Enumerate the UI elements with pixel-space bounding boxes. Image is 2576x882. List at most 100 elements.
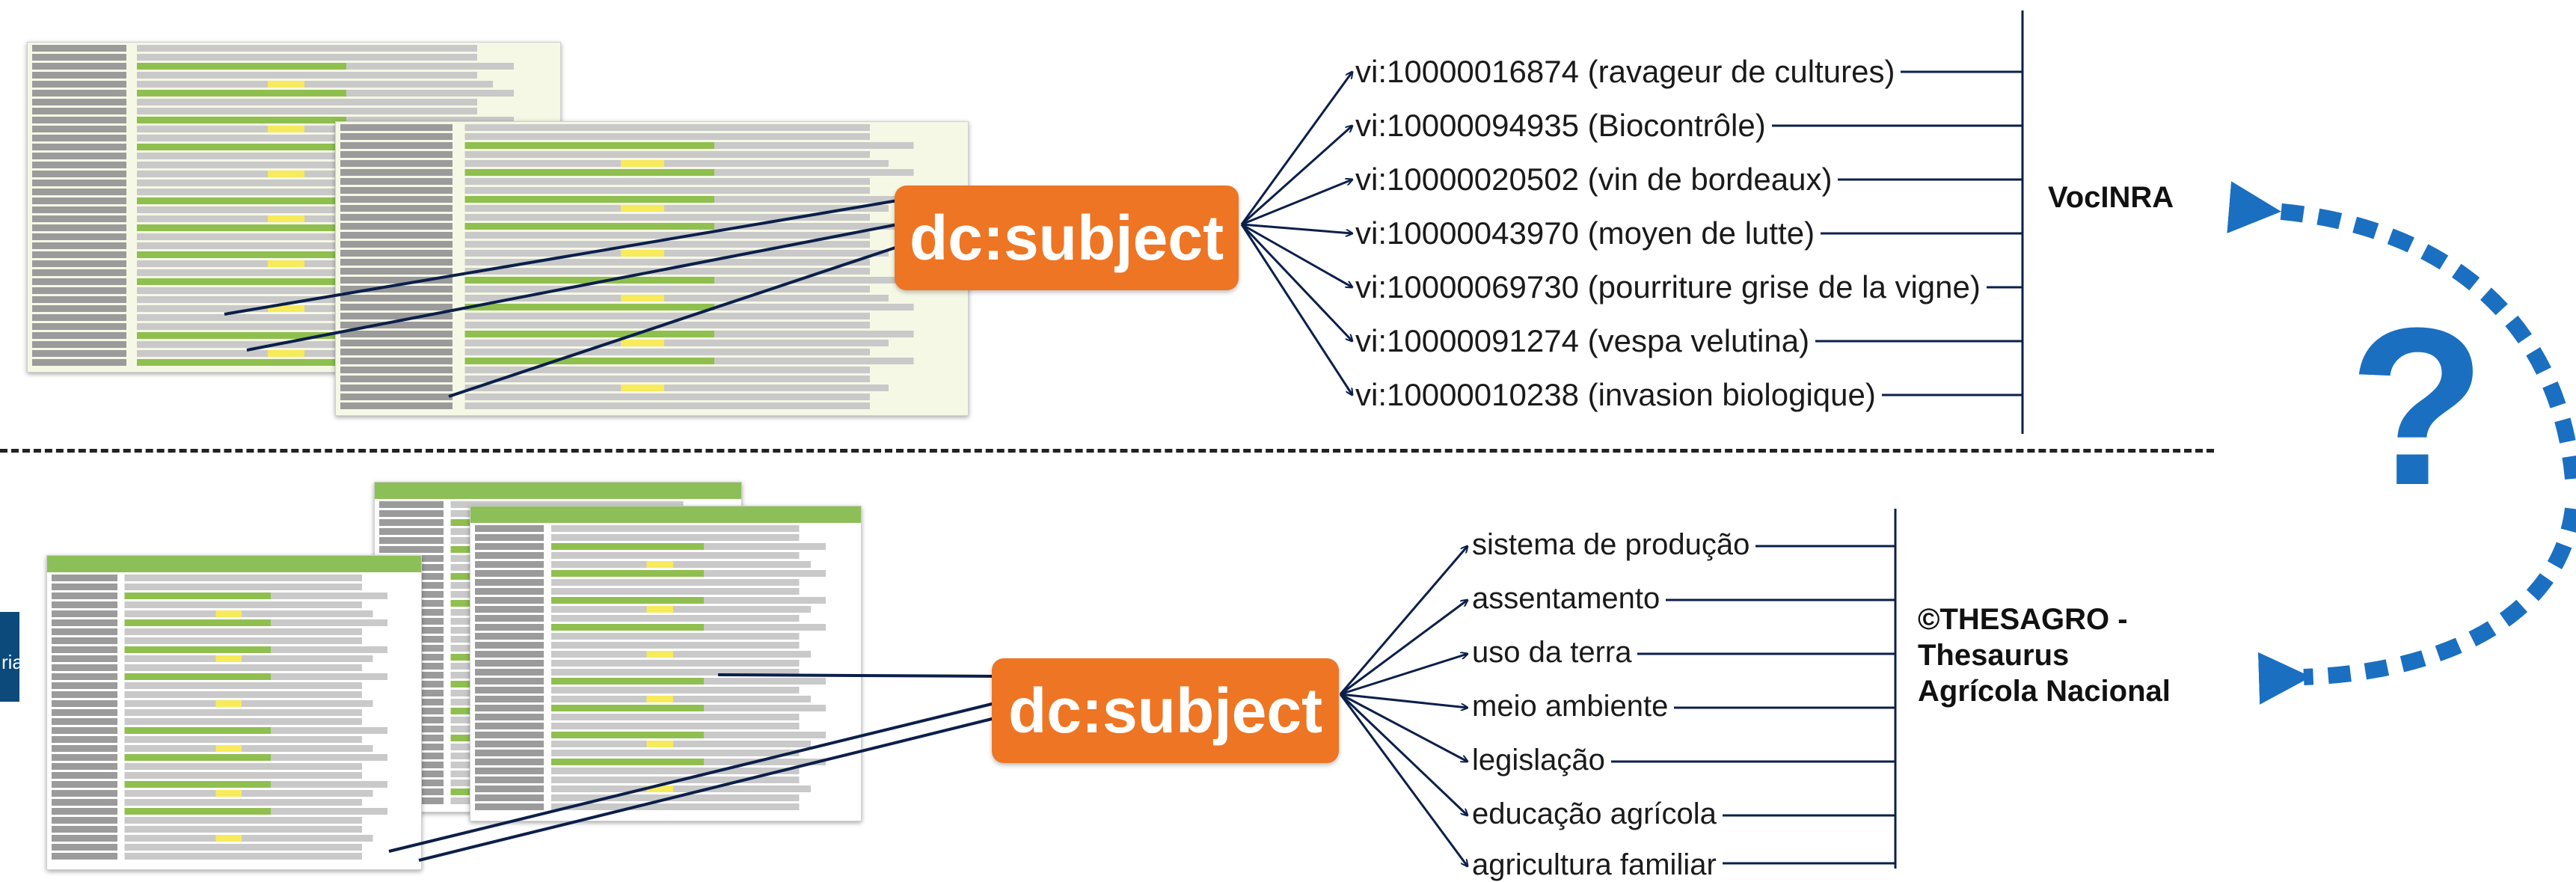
record-line <box>475 543 856 550</box>
feedback-arrow-lower <box>2257 507 2576 705</box>
record-line <box>475 570 856 577</box>
record-line <box>32 278 556 285</box>
record-line <box>340 367 963 373</box>
record-line <box>52 664 417 671</box>
record-line <box>475 750 856 756</box>
record-line <box>340 376 963 382</box>
record-line <box>475 633 856 640</box>
record-line <box>52 763 417 770</box>
record-thumbnail-4 <box>46 555 422 870</box>
bottom-fan-arrow <box>1339 546 1468 695</box>
vocinra-term: vi:10000069730 (pourriture grise de la v… <box>1355 269 1981 304</box>
bottom-fan-arrow <box>1339 693 1468 866</box>
record-line <box>475 768 856 774</box>
record-line <box>32 54 556 61</box>
record-line <box>340 187 963 194</box>
record-line <box>340 277 963 284</box>
record-line <box>52 727 417 734</box>
top-fan-arrow <box>1240 224 1352 395</box>
record-line <box>52 799 417 806</box>
record-line <box>52 835 417 842</box>
record-line <box>52 584 417 590</box>
vocinra-term: vi:10000020502 (vin de bordeaux) <box>1355 162 1833 197</box>
record-line <box>340 331 963 337</box>
thesagro-line-3: Agrícola Nacional <box>1918 675 2171 708</box>
record-line <box>340 151 963 158</box>
record-line <box>52 619 417 626</box>
record-line <box>475 803 856 810</box>
thesagro-line-2: Thesaurus <box>1918 639 2070 672</box>
record-line <box>52 844 417 851</box>
bottom-source-line-1 <box>717 673 996 678</box>
record-line <box>340 402 963 409</box>
record-line <box>340 178 963 185</box>
record-line <box>340 232 963 239</box>
left-edge-banner: ria <box>0 612 23 702</box>
record-line <box>32 260 556 267</box>
thesagro-term: legislação <box>1472 744 1605 777</box>
record-line <box>340 322 963 328</box>
vocinra-label: VocINRA <box>2048 181 2174 214</box>
vocinra-term: vi:10000010238 (invasion biologique) <box>1355 377 1876 412</box>
record-line <box>52 736 417 743</box>
record-line <box>340 250 963 257</box>
record-line <box>52 610 417 617</box>
record-line <box>52 637 417 644</box>
record-line <box>475 525 856 532</box>
record-line <box>475 588 856 595</box>
vocabulary-brackets <box>1611 10 2024 869</box>
record-line <box>32 296 556 303</box>
record-line <box>340 133 963 140</box>
record-line <box>340 393 963 400</box>
bottom-fan-arrow <box>1340 693 1468 762</box>
record-line <box>475 777 856 783</box>
record-line <box>32 215 556 222</box>
question-mark: ? <box>2349 281 2486 532</box>
record-line <box>475 561 856 568</box>
record-line <box>52 655 417 662</box>
record-line <box>32 224 556 231</box>
record-line <box>32 108 556 114</box>
top-predicate-label: dc:subject <box>909 202 1224 273</box>
record-line <box>32 135 556 141</box>
record-line <box>32 359 556 366</box>
record-line <box>475 705 856 711</box>
record-line <box>32 99 556 105</box>
record-line <box>52 790 417 797</box>
bottom-dc-subject-pill: dc:subject <box>992 658 1339 763</box>
record-line <box>475 624 856 631</box>
record-line <box>52 853 417 860</box>
record-line <box>475 741 856 747</box>
thesagro-term: meio ambiente <box>1472 690 1669 723</box>
bottom-source-line-2 <box>388 702 996 853</box>
record-line <box>475 687 856 693</box>
record-line <box>475 759 856 765</box>
record-line <box>475 723 856 729</box>
record-line <box>475 597 856 604</box>
vocinra-term: vi:10000094935 (Biocontrôle) <box>1355 108 1766 143</box>
record-line <box>52 682 417 689</box>
record-line <box>475 669 856 676</box>
top-source-line-2 <box>246 223 898 352</box>
bottom-fan-arrow <box>1340 600 1468 696</box>
record-line <box>475 714 856 720</box>
record-line <box>475 642 856 649</box>
record-line <box>475 732 856 738</box>
record-line <box>32 117 556 123</box>
record-line <box>52 826 417 833</box>
record-line <box>340 259 963 266</box>
thesagro-term: uso da terra <box>1472 636 1632 669</box>
record-line <box>340 349 963 355</box>
record-line <box>52 781 417 788</box>
record-line <box>32 341 556 348</box>
bottom-source-line-3 <box>418 717 996 862</box>
record-line <box>52 700 417 707</box>
vocinra-term: vi:10000043970 (moyen de lutte) <box>1355 215 1815 251</box>
record-line <box>340 313 963 319</box>
record-line <box>32 305 556 312</box>
top-fan-arrow <box>1241 223 1352 233</box>
record-line <box>340 295 963 301</box>
record-line <box>52 673 417 680</box>
